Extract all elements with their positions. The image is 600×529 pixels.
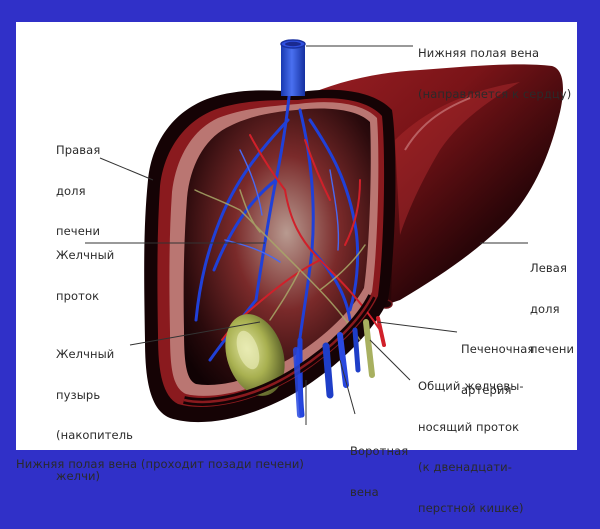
label-line: печени [56, 224, 101, 238]
label-line: доля [530, 301, 560, 316]
hilum-vessels [293, 316, 386, 418]
label-portal-vein: Воротная вена [350, 418, 408, 513]
label-line: Общий желчевы- [418, 379, 524, 393]
gallbladder-shape [225, 314, 285, 396]
label-line: (к двенадцати- [418, 460, 513, 474]
label-line: Нижняя полая вена (проходит позади печен… [16, 457, 304, 471]
leader-lines [85, 45, 528, 425]
ivc-top-shape [280, 39, 306, 96]
label-ivc-top: Нижняя полая вена (направляется к сердцу… [418, 20, 571, 115]
label-line: (накопитель [56, 428, 134, 442]
label-line: перстной кишке) [418, 500, 524, 515]
label-bile-duct: Желчный проток [56, 222, 114, 317]
label-line: Левая [530, 261, 567, 275]
label-line: вена [350, 484, 379, 499]
label-line: Желчный [56, 347, 115, 361]
label-line: проток [56, 288, 100, 303]
label-line: Нижняя полая вена [418, 46, 540, 60]
label-line: пузырь [56, 387, 101, 402]
label-line: Правая [56, 143, 101, 157]
label-ivc-bottom: Нижняя полая вена (проходит позади печен… [16, 431, 304, 485]
liver-illustration [85, 39, 563, 425]
label-line: носящий проток [418, 419, 520, 434]
label-left-lobe: Левая доля печени [530, 235, 574, 370]
label-line: Воротная [350, 444, 409, 458]
label-line: печени [530, 342, 575, 356]
label-line: артерия [461, 382, 512, 397]
label-line: (направляется к сердцу) [418, 86, 572, 101]
label-line: Желчный [56, 248, 115, 262]
label-hepatic-artery: Печеночная артерия [461, 316, 534, 411]
label-right-lobe: Правая доля печени [56, 117, 100, 252]
label-common-bile-duct: Общий желчевы- носящий проток (к двенадц… [418, 353, 524, 529]
label-line: доля [56, 183, 86, 198]
label-line: Печеночная [461, 342, 535, 356]
